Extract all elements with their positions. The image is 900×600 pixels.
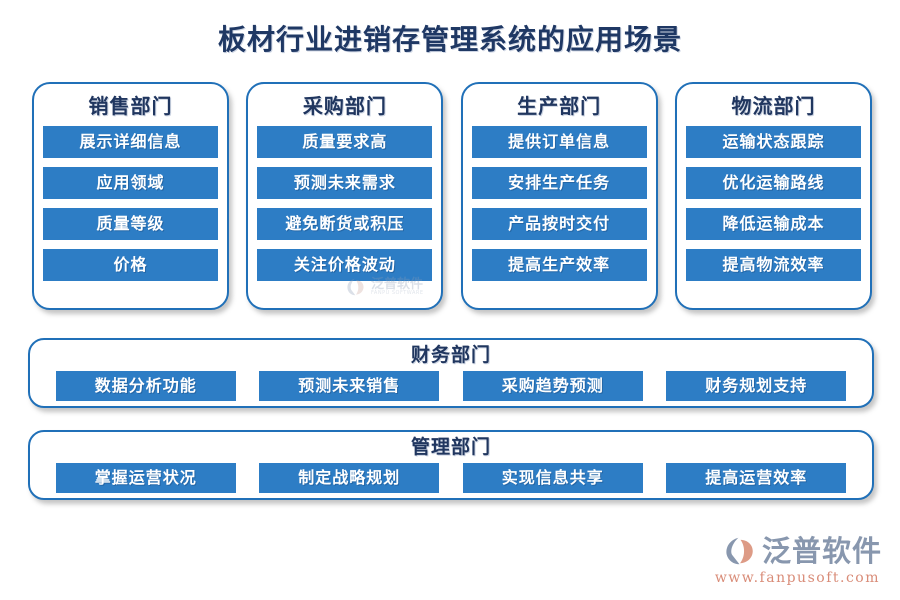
department-item[interactable]: 采购趋势预测 — [462, 371, 643, 401]
department-item[interactable]: 提供订单信息 — [471, 126, 647, 158]
department-item[interactable]: 财务规划支持 — [666, 371, 847, 401]
department-card-logistics[interactable]: 物流部门 运输状态跟踪 优化运输路线 降低运输成本 提高物流效率 — [674, 82, 872, 310]
department-item[interactable]: 提高运营效率 — [666, 463, 847, 493]
department-item-list: 数据分析功能 预测未来销售 采购趋势预测 财务规划支持 — [30, 367, 872, 401]
department-item[interactable]: 制定战略规划 — [259, 463, 440, 493]
department-item[interactable]: 优化运输路线 — [685, 167, 861, 199]
department-item[interactable]: 质量要求高 — [257, 126, 433, 158]
department-item[interactable]: 实现信息共享 — [462, 463, 643, 493]
department-card-sales[interactable]: 销售部门 展示详细信息 应用领域 质量等级 价格 — [32, 82, 229, 310]
department-item-list: 展示详细信息 应用领域 质量等级 价格 — [43, 126, 218, 281]
department-item[interactable]: 提高物流效率 — [685, 249, 861, 281]
department-card-title: 管理部门 — [410, 436, 491, 458]
brand-name: 泛普软件 — [761, 533, 882, 568]
department-item-list: 提供订单信息 安排生产任务 产品按时交付 提高生产效率 — [471, 126, 647, 281]
department-item[interactable]: 产品按时交付 — [471, 208, 647, 240]
page-title: 板材行业进销存管理系统的应用场景 — [217, 23, 682, 56]
department-card-title: 销售部门 — [88, 94, 173, 118]
department-item[interactable]: 提高生产效率 — [471, 249, 647, 281]
department-card-procurement[interactable]: 采购部门 质量要求高 预测未来需求 避免断货或积压 关注价格波动 — [246, 82, 444, 310]
department-item[interactable]: 价格 — [43, 249, 218, 281]
department-card-title: 采购部门 — [302, 94, 387, 118]
department-item[interactable]: 关注价格波动 — [257, 249, 433, 281]
department-item[interactable]: 预测未来需求 — [257, 167, 433, 199]
department-card-title: 生产部门 — [517, 94, 602, 118]
brand-logo-row: 泛普软件 — [723, 534, 882, 568]
department-item-list: 掌握运营状况 制定战略规划 实现信息共享 提高运营效率 — [30, 459, 872, 493]
department-item[interactable]: 掌握运营状况 — [55, 463, 236, 493]
department-item[interactable]: 运输状态跟踪 — [685, 126, 861, 158]
department-item[interactable]: 质量等级 — [43, 208, 218, 240]
department-item[interactable]: 展示详细信息 — [43, 126, 218, 158]
department-card-finance[interactable]: 财务部门 数据分析功能 预测未来销售 采购趋势预测 财务规划支持 — [28, 338, 874, 408]
fanpu-swoosh-logo-icon — [726, 537, 753, 565]
department-card-management[interactable]: 管理部门 掌握运营状况 制定战略规划 实现信息共享 提高运营效率 — [28, 430, 874, 500]
department-item-list: 质量要求高 预测未来需求 避免断货或积压 关注价格波动 — [257, 126, 433, 281]
brand-logo: 泛普软件 www.fanpusoft.com — [715, 534, 882, 586]
department-item[interactable]: 避免断货或积压 — [257, 208, 433, 240]
department-item[interactable]: 安排生产任务 — [471, 167, 647, 199]
brand-url: www.fanpusoft.com — [714, 570, 880, 586]
department-item[interactable]: 应用领域 — [43, 167, 218, 199]
department-card-production[interactable]: 生产部门 提供订单信息 安排生产任务 产品按时交付 提高生产效率 — [460, 82, 658, 310]
department-item[interactable]: 预测未来销售 — [259, 371, 440, 401]
department-item-list: 运输状态跟踪 优化运输路线 降低运输成本 提高物流效率 — [685, 126, 861, 281]
department-item[interactable]: 降低运输成本 — [685, 208, 861, 240]
department-item[interactable]: 数据分析功能 — [55, 371, 236, 401]
department-card-title: 财务部门 — [410, 344, 491, 366]
department-card-row: 销售部门 展示详细信息 应用领域 质量等级 价格 采购部门 质量要求高 预测未来… — [32, 82, 872, 310]
department-card-title: 物流部门 — [731, 94, 816, 118]
